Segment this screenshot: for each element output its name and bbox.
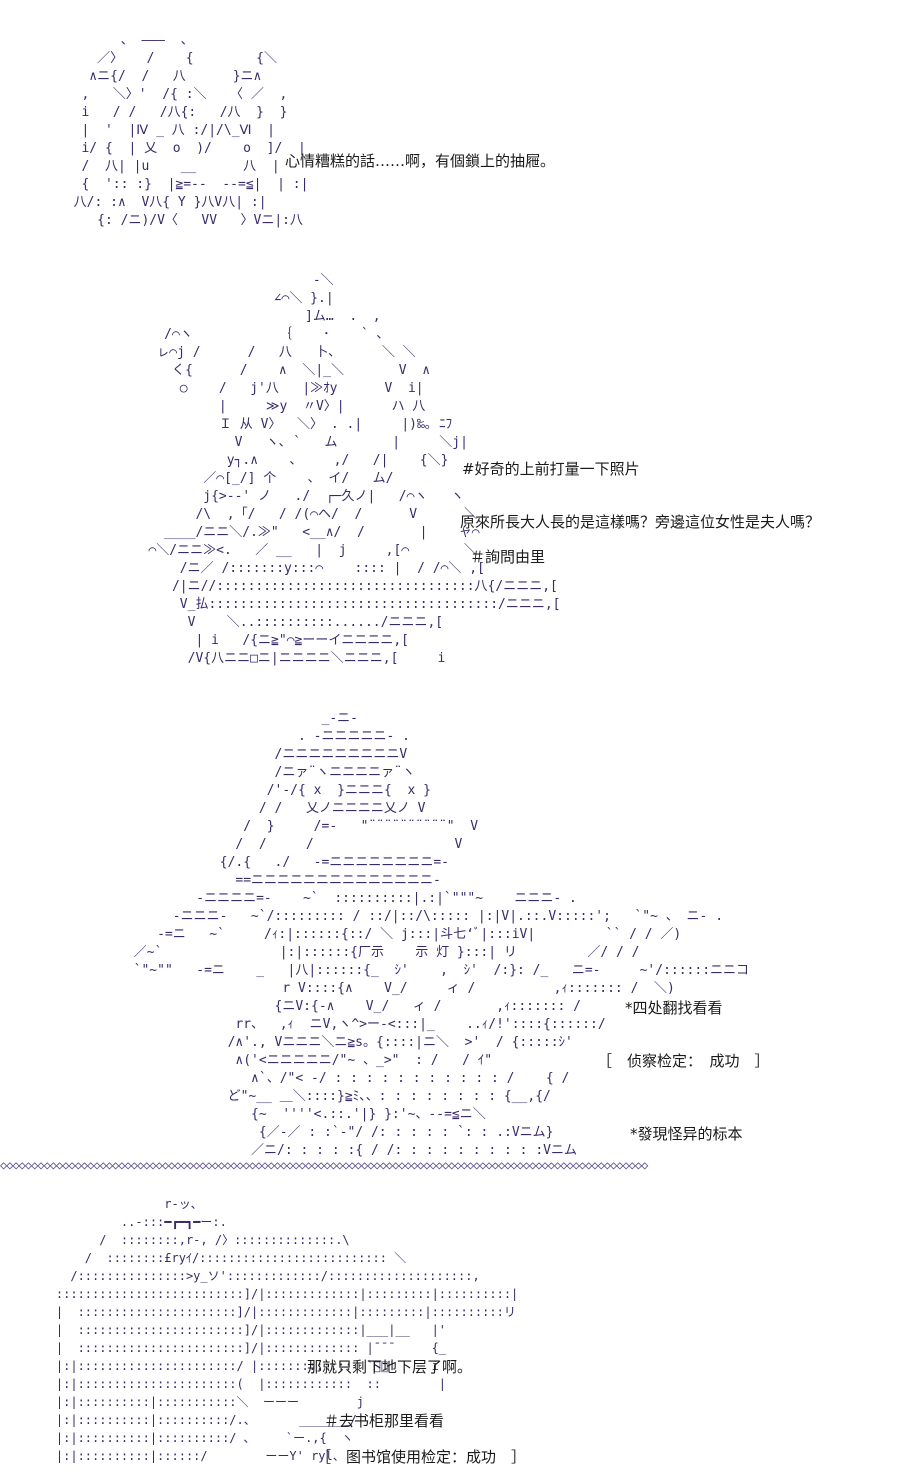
action-line: *四处翻找看看 xyxy=(625,999,723,1017)
ascii-art-character-1: 、 ――― 、 ／〉 / { {＼ ∧ニ{/ / 八 }ニ∧ , ＼〉' /{ … xyxy=(73,33,309,228)
action-line: ＃詢問由里 xyxy=(470,548,546,566)
skill-check-line: ［ 图书馆使用检定：成功 ］ xyxy=(316,1448,527,1466)
action-line: *發現怪异的标本 xyxy=(630,1125,743,1143)
action-line: #好奇的上前打量一下照片 xyxy=(462,460,640,478)
section-divider: ◇◇◇◇◇◇◇◇◇◇◇◇◇◇◇◇◇◇◇◇◇◇◇◇◇◇◇◇◇◇◇◇◇◇◇◇◇◇◇◇… xyxy=(0,1158,648,1172)
action-line: ＃去书柜那里看看 xyxy=(324,1412,445,1430)
narration-line: 那就只剩下地下层了啊。 xyxy=(307,1358,473,1376)
ascii-art-character-3: _-ニ- . -ニニニニニ- . /ニニニニニニニニニV /ニァ¨ヽニニニニァ¨… xyxy=(133,711,750,1158)
narration-line: 心情糟糕的話……啊，有個鎖上的抽屜。 xyxy=(285,152,556,170)
ascii-art-character-2: ‐＼ ∠⌒＼ }.| ]ム… . , /⌒ヽ ｛ ･ ` ､ ㇾ⌒j / / 八… xyxy=(148,273,561,666)
dialogue-line: 原來所長大人長的是這樣嗎？旁邊這位女性是夫人嗎？ xyxy=(460,513,821,531)
ascii-art-bookshelf: r-ッ、 ..-:::━┏━┓━ー:. / ::::::::,r-, /〉:::… xyxy=(55,1197,519,1463)
skill-check-line: ［ 侦察检定： 成功 ］ xyxy=(597,1052,770,1070)
